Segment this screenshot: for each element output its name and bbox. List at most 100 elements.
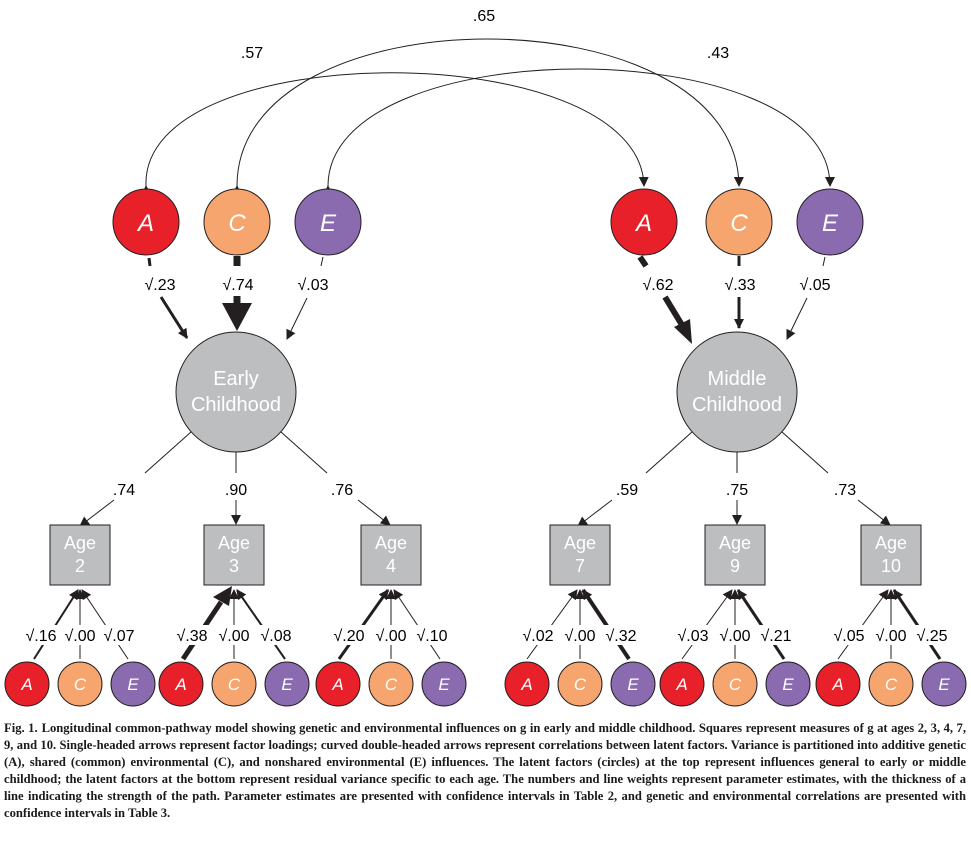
age-2-a-latent <box>4 661 50 707</box>
age-4-e-latent <box>421 661 467 707</box>
age-4-e-residual <box>393 589 441 660</box>
loading-age10-stub <box>781 431 829 474</box>
middle-childhood-factor: Middle Childhood <box>676 331 798 453</box>
loading-age7-value: .59 <box>616 482 638 499</box>
early-childhood-label-line1: Early <box>213 368 259 390</box>
early-a-path-stub <box>147 257 152 267</box>
age-9-box: Age 9 <box>704 524 766 586</box>
age-9-square <box>704 524 766 586</box>
age-10-e-value: √.25 <box>916 628 947 645</box>
residual-values: √.16 √.00 √.07 √.38 √.00 √.08 √.20 √.00 … <box>20 625 952 645</box>
figure-caption: Fig. 1.Longitudinal common-pathway model… <box>4 720 966 822</box>
age-4-e-value: √.10 <box>416 628 447 645</box>
middle-c-latent-label: C <box>730 210 748 237</box>
age-7-c-latent-label: C <box>574 675 587 694</box>
age-10-label-backing <box>828 625 952 645</box>
e-correlation-curve <box>322 68 835 196</box>
age-4-label-line2: 4 <box>386 556 396 576</box>
loading-age4 <box>357 499 391 526</box>
middle-a-path <box>662 295 685 327</box>
age-2-c-latent-label: C <box>74 675 87 694</box>
age-2-c-latent <box>57 661 103 707</box>
age-2-a-residual <box>33 589 79 660</box>
age-9-c-latent <box>712 661 758 707</box>
age-2-square <box>49 524 111 586</box>
age-2-label-backing <box>20 625 138 645</box>
early-childhood-factor: Early Childhood <box>175 331 297 453</box>
early-c-path-value: √.74 <box>222 277 253 294</box>
loading-age10 <box>857 499 891 526</box>
a-correlation-curve <box>141 72 649 196</box>
age-10-c-latent <box>868 661 914 707</box>
age-10-box: Age 10 <box>860 524 922 586</box>
middle-c-path-value: √.33 <box>724 277 755 294</box>
age-10-e-residual <box>892 589 942 660</box>
early-a-latent-label: A <box>136 210 154 237</box>
age-7-label-backing <box>517 625 641 645</box>
age-3-a-value: √.38 <box>176 628 207 645</box>
age-9-e-value: √.21 <box>760 628 791 645</box>
middle-a-path-value: √.62 <box>642 277 673 294</box>
age-10-e-latent-label: E <box>938 675 950 694</box>
age-3-e-latent <box>264 661 310 707</box>
top-path-values: √.23 √.74 √.03 √.62 √.33 √.05 <box>144 277 830 294</box>
top-path-arrows <box>147 255 826 344</box>
middle-childhood-circle <box>676 331 798 453</box>
age-4-label-line1: Age <box>375 533 407 553</box>
early-childhood-circle <box>175 331 297 453</box>
age-3-a-latent-label: A <box>174 675 186 694</box>
middle-e-path-value: √.05 <box>799 277 830 294</box>
middle-e-path <box>786 297 808 340</box>
age-4-square <box>360 524 422 586</box>
loading-age4-stub <box>280 431 328 474</box>
age-2-a-latent-label: A <box>20 675 32 694</box>
age-10-label-line1: Age <box>875 533 907 553</box>
age-7-a-residual <box>526 589 578 660</box>
age-7-e-residual <box>581 588 631 661</box>
age-10-square <box>860 524 922 586</box>
loading-age9-value: .75 <box>726 482 748 499</box>
age-4-a-latent <box>315 661 361 707</box>
age-9-a-residual <box>681 589 733 660</box>
middle-c-latent <box>705 188 773 256</box>
age-9-a-value: √.03 <box>677 628 708 645</box>
age-4-c-value: √.00 <box>375 628 406 645</box>
age-9-label-line1: Age <box>719 533 751 553</box>
age-10-a-latent <box>815 661 861 707</box>
age-7-e-latent <box>610 661 656 707</box>
age-3-label-line1: Age <box>218 533 250 553</box>
age-7-label-line2: 7 <box>575 556 585 576</box>
early-c-latent <box>203 188 271 256</box>
residual-arrows <box>33 586 942 661</box>
age-3-e-value: √.08 <box>260 628 291 645</box>
early-a-path <box>159 296 189 339</box>
age-7-a-latent-label: A <box>520 675 532 694</box>
a-correlation-value: .57 <box>241 45 263 62</box>
early-e-latent <box>294 188 362 256</box>
age-2-e-latent-label: E <box>127 675 139 694</box>
age-4-a-value: √.20 <box>333 628 364 645</box>
age-3-square <box>203 524 265 586</box>
age-4-a-residual <box>337 589 390 660</box>
correlation-curves: .57 .65 .43 <box>141 8 835 196</box>
age-2-label-line2: 2 <box>75 556 85 576</box>
early-a-path-value: √.23 <box>144 277 175 294</box>
middle-childhood-label-line2: Childhood <box>692 394 782 416</box>
age-2-e-latent <box>110 661 156 707</box>
age-9-e-residual <box>736 589 786 660</box>
middle-a-path-stub <box>637 255 649 268</box>
age-9-label-backing <box>672 625 796 645</box>
age-7-square <box>549 524 611 586</box>
age-3-a-arrowhead <box>213 586 232 606</box>
age-9-a-latent <box>659 661 705 707</box>
middle-a-latent-label: A <box>634 210 652 237</box>
loading-age7 <box>577 499 613 527</box>
middle-a-latent <box>610 188 678 256</box>
age-4-a-latent-label: A <box>331 675 343 694</box>
model-diagram: .57 .65 .43 A C E A C E √.23 <box>4 8 967 707</box>
age-4-box: Age 4 <box>360 524 422 586</box>
age-3-c-latent-label: C <box>228 675 241 694</box>
age-3-label-backing <box>172 625 296 645</box>
age-3-box: Age 3 <box>203 524 265 586</box>
age-3-e-residual <box>236 589 286 660</box>
